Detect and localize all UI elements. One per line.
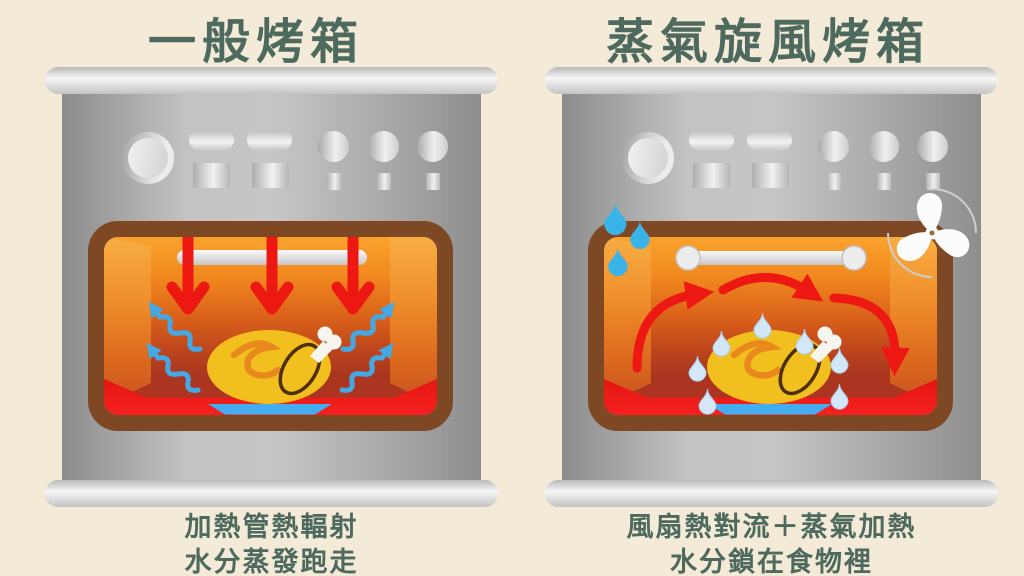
moisture-droplet-icon: [712, 330, 731, 357]
convection-arrows: [632, 273, 910, 377]
oven-knob-small: [368, 131, 399, 162]
oven-knob-small: [868, 131, 899, 162]
oven-bottom-rail: [45, 480, 498, 507]
left-oven-panel: 加熱管熱輻射 水分蒸發跑走: [45, 0, 498, 576]
heat-arrow-down-icon: [331, 281, 375, 315]
steam-arrow-icon: [148, 301, 203, 352]
moisture-droplet-icon: [753, 312, 772, 339]
steam-arrow-icon: [340, 301, 395, 352]
oven-knob-stem: [877, 173, 891, 190]
oven-knob-large: [122, 132, 174, 184]
left-oven-title: 一般烤箱: [147, 16, 364, 69]
oven-button-pill: [247, 130, 292, 150]
cavity-illustration: [146, 237, 395, 415]
water-drop-icon: [630, 220, 650, 250]
oven-top-rail: [45, 67, 498, 94]
oven-knob-stem: [377, 173, 391, 190]
cavity-side-wall-left: [104, 237, 151, 407]
roast-chicken-icon: [707, 327, 842, 415]
water-drops-icon: [604, 202, 650, 277]
cavity-side-wall-right: [390, 237, 437, 407]
oven-knob-large-face: [628, 138, 668, 178]
oven-button-rect: [693, 163, 730, 188]
oven-button-pill: [689, 130, 734, 150]
right-caption-line-1: 風扇熱對流＋蒸氣加熱: [626, 512, 917, 542]
heat-arrow-down-icon: [166, 281, 210, 315]
oven-button-rect: [752, 163, 789, 188]
convection-arrow-icon: [632, 281, 715, 373]
moisture-droplet-icon: [688, 355, 707, 382]
oven-button-pill: [747, 130, 792, 150]
convection-arrow-icon: [829, 293, 910, 377]
left-caption-line-2: 水分蒸發跑走: [184, 547, 359, 576]
heating-tube-cap: [841, 245, 867, 271]
oven-button-rect: [252, 163, 289, 188]
moisture-droplet-icon: [830, 347, 849, 374]
oven-top-rail: [545, 67, 998, 94]
left-caption-line-1: 加熱管熱輻射: [184, 512, 359, 542]
oven-door-window: [588, 221, 953, 431]
right-caption-line-2: 水分鎖在食物裡: [670, 547, 873, 576]
oven-button-pill: [189, 130, 234, 150]
oven-knob-stem: [926, 173, 940, 190]
moisture-droplet-icon: [698, 388, 717, 415]
oven-knob-large-face: [128, 138, 168, 178]
oven-door-window: [88, 221, 453, 431]
oven-knob-small: [417, 131, 448, 162]
cavity-side-wall-right: [890, 237, 937, 407]
oven-knob-small: [818, 131, 849, 162]
heat-arrow-down-icon: [250, 281, 294, 315]
roast-chicken-icon: [207, 327, 342, 415]
right-oven-panel: 風扇熱對流＋蒸氣加熱 水分鎖在食物裡: [545, 0, 998, 576]
oven-bottom-rail: [545, 480, 998, 507]
water-drop-icon: [608, 247, 628, 277]
oven-button-rect: [193, 163, 230, 188]
convection-arrow-icon: [718, 273, 824, 302]
steam-arrow-icon: [146, 342, 201, 393]
fan-icon: [887, 188, 977, 278]
steam-arrows: [146, 301, 395, 393]
heat-arrows-down: [166, 237, 375, 315]
oven-knob-small: [318, 131, 349, 162]
water-drop-icon: [604, 202, 627, 236]
moisture-droplet-icon: [830, 383, 849, 410]
oven-knob-stem: [327, 173, 341, 190]
right-oven-title: 蒸氣旋風烤箱: [605, 16, 930, 69]
heating-tube-cap: [675, 245, 701, 271]
oven-knob-small: [917, 131, 948, 162]
oven-knob-stem: [426, 173, 440, 190]
cavity-illustration: [632, 245, 910, 415]
moisture-droplet-icon: [795, 328, 814, 355]
oven-knob-large: [622, 132, 674, 184]
oven-knob-stem: [827, 173, 841, 190]
heating-tube-icon: [676, 251, 866, 265]
steam-arrow-icon: [339, 342, 394, 393]
